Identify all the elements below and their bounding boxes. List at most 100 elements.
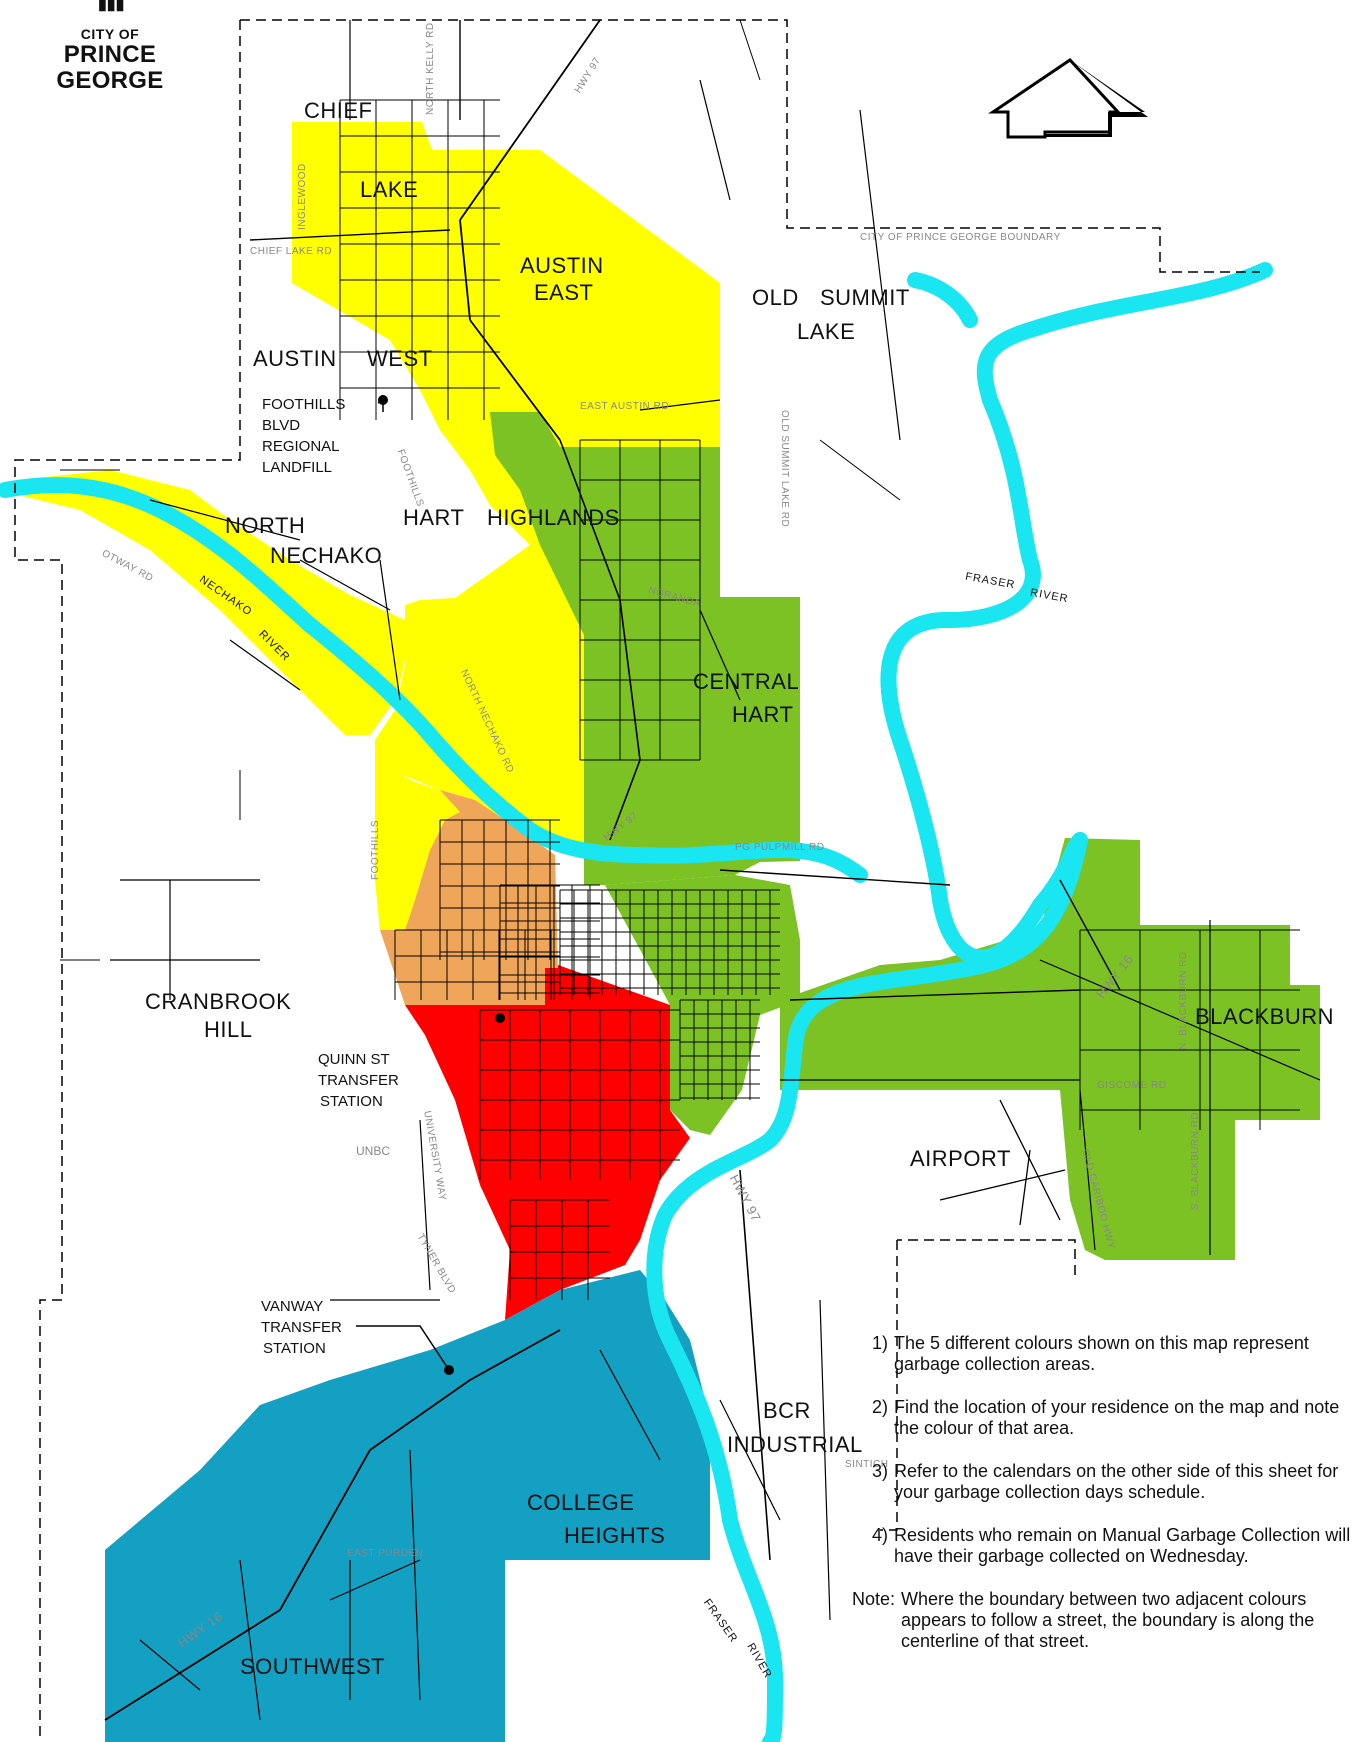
road-label-east-austin: EAST AUSTIN RD [580, 401, 670, 412]
street [559, 439, 621, 601]
boundary-label: CITY OF PRINCE GEORGE BOUNDARY [860, 232, 1061, 243]
street [149, 499, 301, 541]
landfill-label-line: LANDFILL [262, 459, 333, 476]
street [239, 1559, 261, 1721]
street [1079, 1089, 1096, 1251]
yellow-area-north [292, 122, 720, 861]
instruction-number: 3) [871, 1461, 888, 1481]
street [1019, 1149, 1031, 1226]
instruction-number: 2) [871, 1397, 888, 1417]
quinn-label-line: QUINN ST [318, 1051, 390, 1068]
street-network [60, 19, 1321, 1721]
area-label-old: OLD [752, 285, 799, 310]
area-label-west: WEST [367, 346, 433, 371]
street [819, 1299, 831, 1621]
street [329, 1559, 421, 1601]
road-label-s-blackburn: S. BLACKBURN RD [1190, 1111, 1201, 1210]
street [409, 1449, 421, 1701]
fraser-river-upper-branch [907, 272, 978, 328]
road-label-n-blackburn: N. BLACKBURN RD [1178, 951, 1189, 1050]
green-area-downtown-east [605, 875, 800, 1135]
logo-mark-icon: ▮▮▮ [98, 0, 125, 13]
area-label-southwest: SOUTHWEST [240, 1654, 386, 1679]
street [939, 1169, 1066, 1201]
street [819, 439, 901, 501]
street [369, 1379, 471, 1451]
instruction-text: Residents who remain on Manual Garbage C… [894, 1525, 1351, 1566]
instruction-1: 1) The 5 different colours shown on this… [860, 1333, 1356, 1375]
area-label-chief: CHIEF [304, 98, 373, 123]
road-label-sintich: SINTICH [845, 1459, 889, 1470]
area-label-heights: HEIGHTS [564, 1523, 666, 1548]
street [419, 1119, 431, 1291]
quinn-label-line: TRANSFER [318, 1072, 399, 1089]
area-label-cranbrook: CRANBROOK [145, 989, 292, 1014]
road-label-east-purden: EAST PURDEN [347, 1548, 424, 1559]
street [739, 19, 761, 81]
area-label-austin-east-1: AUSTIN [520, 253, 604, 278]
green-area-blackburn [780, 838, 1320, 1260]
instructions-panel: 1) The 5 different colours shown on this… [852, 1333, 1356, 1652]
street [1059, 879, 1121, 991]
vanway-label-line: STATION [263, 1340, 326, 1357]
street [279, 1449, 371, 1611]
logo-line-1: CITY OF [80, 26, 140, 42]
street [859, 109, 901, 441]
road-label-pg-pulpmill: PG PULPMILL RD [735, 842, 825, 853]
street [469, 1329, 561, 1381]
quinn-transfer-label: QUINN ST TRANSFER STATION [318, 1050, 428, 1111]
area-label-summit: SUMMIT [820, 285, 910, 310]
area-label-austin-east-2: EAST [534, 280, 594, 305]
instruction-3: 3) Refer to the calendars on the other s… [860, 1461, 1356, 1503]
street [229, 639, 301, 691]
boundary-note: Note: Where the boundary between two adj… [852, 1589, 1356, 1652]
street [619, 599, 641, 761]
instruction-number: 1) [871, 1333, 888, 1353]
logo-line-2: PRINCE GEORGE [56, 41, 164, 94]
area-label-north: NORTH [225, 513, 306, 538]
street [699, 79, 731, 201]
street [469, 319, 561, 441]
street [739, 1169, 771, 1561]
city-logo: CITY OF PRINCE GEORGE [10, 0, 210, 94]
street [299, 559, 391, 611]
road-label-old-summit: OLD SUMMIT LAKE RD [779, 410, 790, 528]
landfill-label-line: REGIONAL [262, 438, 340, 455]
street [249, 229, 451, 241]
area-label-highlands: HIGHLANDS [487, 505, 620, 530]
instruction-number: 4) [871, 1525, 888, 1545]
compass-label: NORTH [1035, 110, 1074, 122]
street [379, 559, 401, 701]
street [999, 1099, 1061, 1221]
green-area-hart [490, 412, 800, 885]
street [459, 219, 471, 321]
area-label-college: COLLEGE [527, 1490, 635, 1515]
road-label-north-kelly: NORTH KELLY RD [425, 22, 436, 115]
quinn-label-line: STATION [320, 1093, 383, 1110]
area-label-airport: AIRPORT [910, 1146, 1011, 1171]
street [1039, 959, 1321, 1081]
instruction-4: 4) Residents who remain on Manual Garbag… [860, 1525, 1356, 1567]
instruction-text: The 5 different colours shown on this ma… [894, 1333, 1309, 1374]
area-label-central-hart: HART [732, 702, 794, 727]
road-label-chief-lake: CHIEF LAKE RD [250, 246, 333, 257]
vanway-pointer [356, 1325, 450, 1371]
instruction-text: Refer to the calendars on the other side… [894, 1461, 1339, 1502]
instruction-2: 2) Find the location of your residence o… [860, 1397, 1356, 1439]
area-label-blackburn: BLACKBURN [1195, 1004, 1334, 1029]
road-label-foothills-south: FOOTHILLS [370, 819, 381, 880]
area-label-hill: HILL [204, 1017, 253, 1042]
street [104, 1609, 281, 1721]
area-label-austin: AUSTIN [253, 346, 337, 371]
area-label-nechako: NECHAKO [270, 543, 383, 568]
north-arrow-icon [988, 58, 1148, 139]
street [639, 399, 721, 411]
note-text: Where the boundary between two adjacent … [901, 1589, 1315, 1651]
red-area-central [405, 965, 690, 1320]
street [459, 19, 601, 221]
area-label-hart: HART [403, 505, 465, 530]
orange-area-downtown-west [380, 790, 558, 1005]
street [139, 1639, 201, 1691]
fraser-river-south [646, 832, 1088, 1742]
area-label-lake: LAKE [360, 177, 419, 202]
